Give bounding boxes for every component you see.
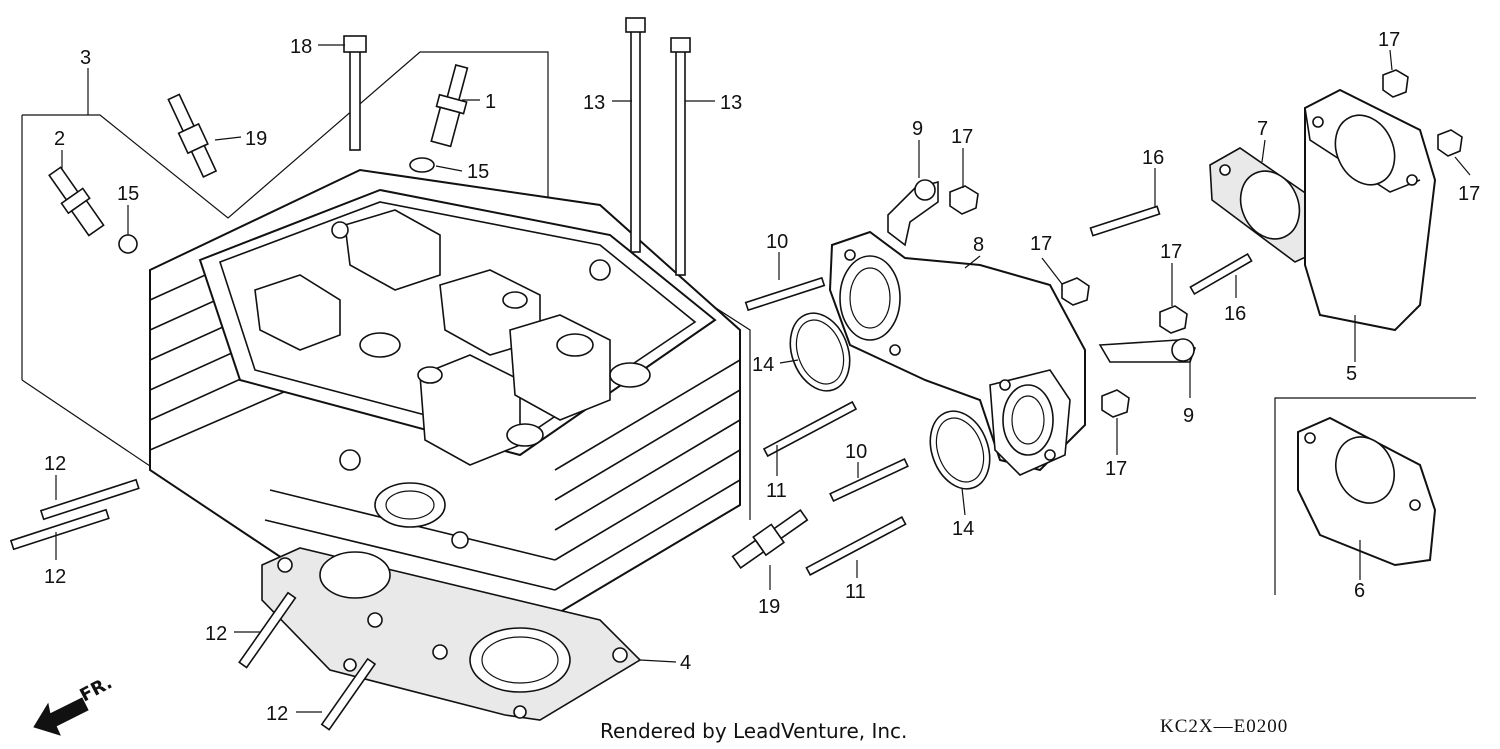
cylinder-head: [149, 168, 741, 617]
callout-9-upper: 9: [912, 118, 923, 140]
callout-13-left: 13: [583, 92, 605, 114]
callout-15-left: 15: [117, 183, 139, 205]
callout-9-lower: 9: [1183, 405, 1194, 427]
callout-11-lower: 11: [845, 581, 866, 603]
front-arrow-icon: [33, 697, 89, 736]
bolts-13: [625, 17, 691, 276]
callout-14-lower: 14: [952, 518, 974, 540]
callout-13-right: 13: [720, 92, 742, 114]
callout-10-upper: 10: [766, 231, 788, 253]
diagram-code: KC2X—E0200: [1160, 716, 1288, 737]
callout-8: 8: [973, 234, 984, 256]
callout-17-e: 17: [1378, 29, 1400, 51]
callout-7: 7: [1257, 118, 1268, 140]
callout-3: 3: [80, 47, 91, 69]
callout-16-upper: 16: [1142, 147, 1164, 169]
callout-12-b: 12: [44, 566, 66, 588]
callout-10-lower: 10: [845, 441, 867, 463]
callout-12-c: 12: [205, 623, 227, 645]
insulator-6: [1297, 416, 1437, 567]
callout-11-upper: 11: [766, 480, 787, 502]
callout-18: 18: [290, 36, 312, 58]
callout-2: 2: [54, 128, 65, 150]
bolt-18: [343, 35, 367, 151]
front-direction-indicator: FR.: [33, 672, 116, 736]
callout-4: 4: [680, 652, 691, 674]
intake-manifold: [828, 230, 1086, 476]
callout-12-a: 12: [44, 453, 66, 475]
head-gasket: [261, 547, 642, 721]
callout-17-a: 17: [951, 126, 973, 148]
clamps-9: [887, 179, 1196, 363]
inset-box: [1274, 397, 1476, 595]
o-rings-14: [789, 312, 991, 490]
callout-17-d: 17: [1105, 458, 1127, 480]
insulator-5: [1304, 88, 1437, 332]
studs-12: [9, 478, 377, 731]
leader-lines: [55, 44, 1471, 713]
callout-6: 6: [1354, 580, 1365, 602]
callout-1: 1: [485, 91, 496, 113]
callout-14-upper: 14: [752, 354, 774, 376]
fittings: [48, 64, 469, 254]
credit-text: Rendered by LeadVenture, Inc.: [600, 719, 907, 743]
callout-16-lower: 16: [1224, 303, 1246, 325]
callout-12-d: 12: [266, 703, 288, 725]
callout-17-f: 17: [1458, 183, 1480, 205]
studs-10-11-16: [744, 205, 1253, 576]
insulator-gasket-7: [1209, 147, 1331, 263]
nuts-17: [949, 69, 1463, 418]
callout-5: 5: [1346, 363, 1357, 385]
callouts: 1 2 3 4 5 6 7 8 9 9 10 10 11 11 12 12 12…: [44, 29, 1480, 725]
callout-17-c: 17: [1160, 241, 1182, 263]
callout-19-lower: 19: [758, 596, 780, 618]
callout-19-upper: 19: [245, 128, 267, 150]
callout-17-b: 17: [1030, 233, 1052, 255]
callout-15-right: 15: [467, 161, 489, 183]
spark-plugs-19: [167, 93, 809, 569]
